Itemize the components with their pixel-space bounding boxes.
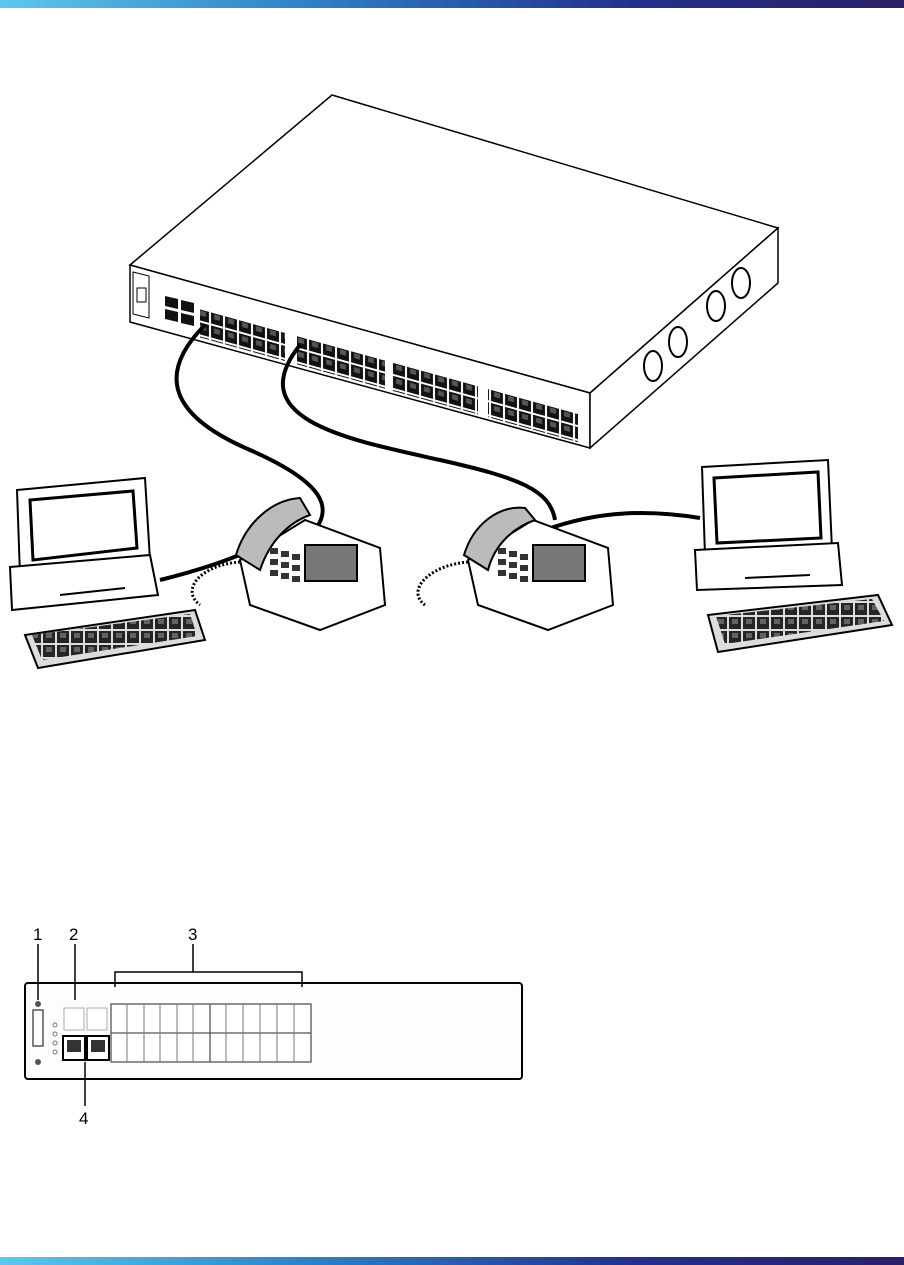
switch-icon [130, 95, 778, 448]
front-panel-diagram: 1 2 3 4 [25, 925, 522, 1128]
callout-1: 1 [33, 925, 42, 944]
ip-phone-icon [418, 508, 613, 630]
callout-3: 3 [188, 925, 197, 944]
callout-4: 4 [79, 1109, 88, 1128]
console-port-icon [133, 272, 149, 318]
footer-band [0, 1257, 904, 1265]
network-diagram [10, 95, 892, 668]
computer-icon [10, 478, 205, 668]
computer-icon [695, 460, 892, 652]
ethernet-ports-icon [111, 1004, 311, 1062]
callout-2: 2 [69, 925, 78, 944]
